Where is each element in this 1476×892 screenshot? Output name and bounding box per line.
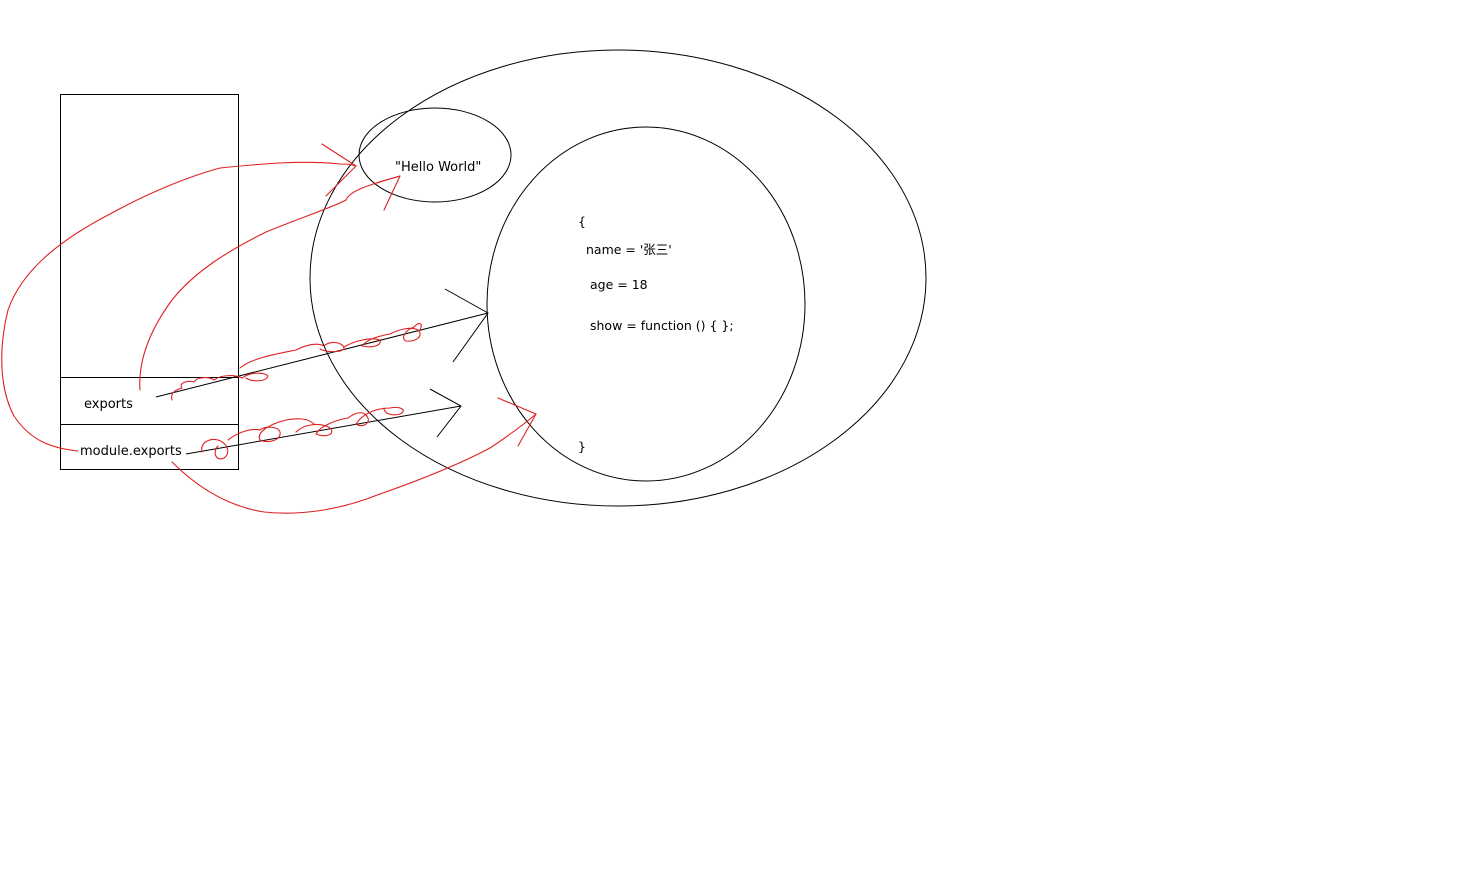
object-age-line: age = 18 [590,277,648,292]
object-name-line: name = '张三' [586,242,672,257]
object-ellipse [486,126,806,482]
hello-world-ellipse [358,107,512,203]
black-arrow-module-exports [185,388,462,455]
red-scribble-exports-crossout [171,323,422,401]
red-arrow-exports-to-hello-world [139,175,401,391]
object-literal: { name = '张三' age = 18 show = function (… [578,214,734,454]
module-exports-label: module.exports [80,444,182,459]
red-arrow-module-exports-to-hello-world [1,143,357,452]
red-arrow-module-exports-to-object [171,397,537,514]
memory-box-outline [60,94,239,470]
heap-outer-ellipse [309,49,927,507]
object-show-line: show = function () { }; [590,318,734,333]
black-arrow-exports [155,288,489,398]
red-scribble-module-exports-crossout [201,406,404,460]
object-open-brace: { [578,214,586,229]
object-close-brace: } [578,439,586,454]
hello-world-text: "Hello World" [395,160,481,175]
memory-box: exports module.exports [60,94,239,470]
exports-label: exports [84,397,133,412]
